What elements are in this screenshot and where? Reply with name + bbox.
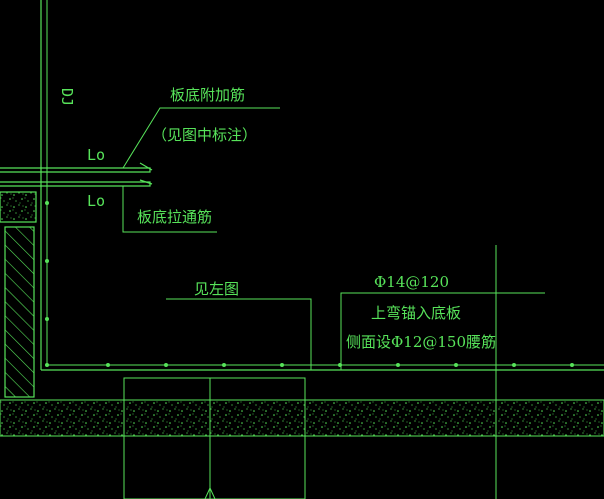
leader-main-bar	[340, 292, 545, 370]
leader-extra-bar	[122, 107, 280, 169]
lap-bar-upper	[0, 167, 151, 173]
lap-bar-upper-tip	[139, 162, 153, 171]
label-lap-upper: Lo	[87, 146, 105, 164]
rebar-dots-bottom	[45, 363, 574, 367]
label-see-left: 见左图	[194, 280, 239, 298]
slab-edge-block	[0, 191, 37, 223]
leader-see-left	[166, 298, 312, 370]
label-extra-bar-note: （见图中标注）	[152, 126, 257, 144]
label-top-vertical: DJ	[58, 88, 76, 106]
label-side-bar: 侧面设Φ12@150腰筋	[346, 333, 496, 351]
label-lap-lower: Lo	[87, 192, 105, 210]
label-bend-note: 上弯锚入底板	[371, 304, 461, 322]
foundation-marker	[204, 486, 216, 499]
concrete-strip	[0, 399, 604, 437]
lap-bar-lower	[0, 181, 151, 187]
leader-through-bar	[122, 186, 217, 233]
rebar-dots-wall	[45, 201, 49, 321]
label-extra-bar: 板底附加筋	[170, 86, 245, 104]
foundation-box	[123, 377, 306, 499]
lap-bar-lower-tip	[139, 179, 153, 185]
label-main-bar: Φ14@120	[374, 273, 449, 291]
label-through-bar: 板底拉通筋	[137, 208, 212, 226]
hatched-wall-section	[4, 226, 35, 398]
